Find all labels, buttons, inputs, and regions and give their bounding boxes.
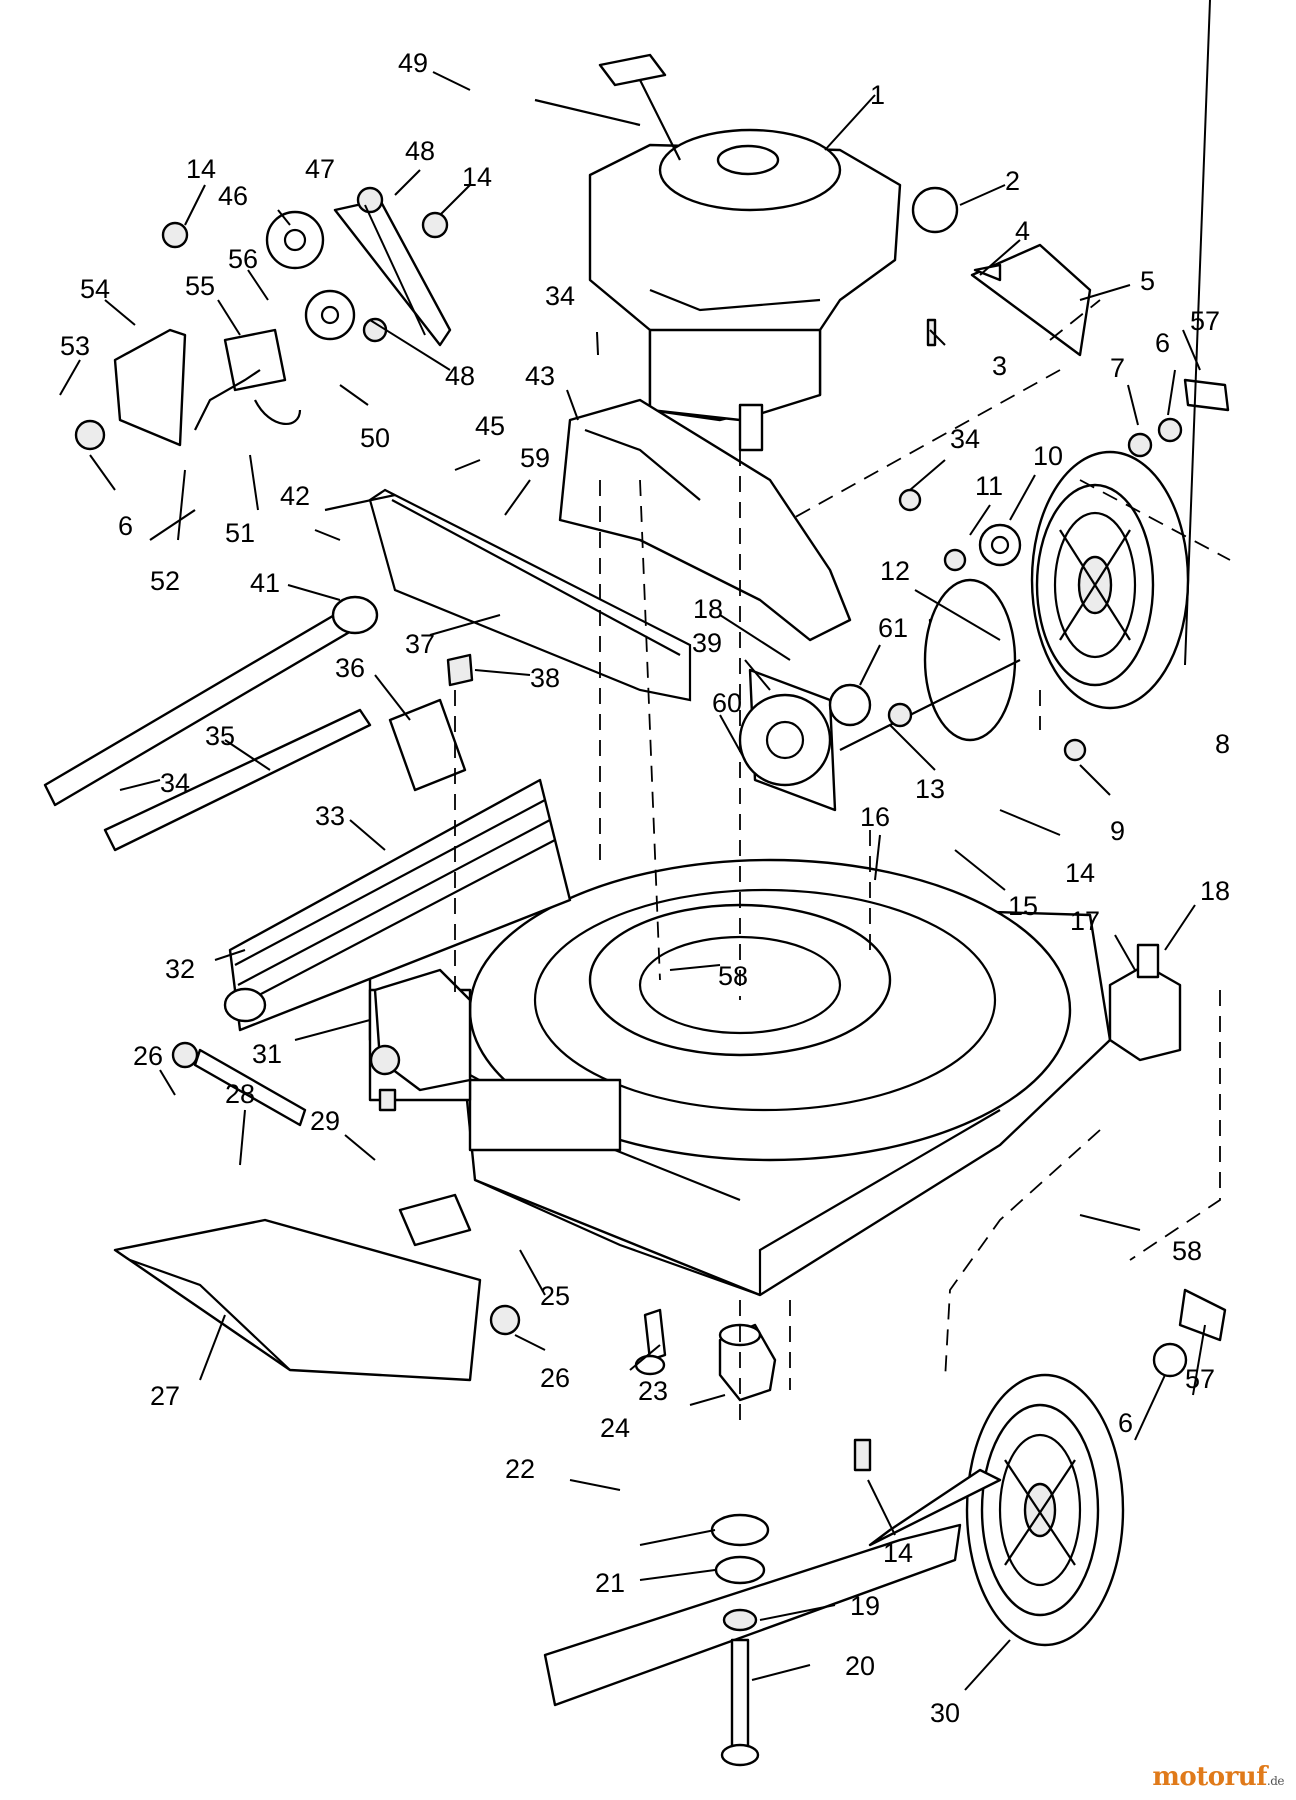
callout-47: 47 [305, 154, 335, 184]
rear-wheel [1030, 450, 1190, 710]
callout-41: 41 [250, 568, 280, 598]
callout-13: 13 [915, 774, 945, 804]
callout-24: 24 [600, 1413, 630, 1443]
watermark: motoruf.de [1152, 1762, 1284, 1792]
callout-32: 32 [165, 954, 195, 984]
callout-43: 43 [525, 361, 555, 391]
callout-57: 57 [1190, 306, 1220, 336]
callout-27: 27 [150, 1381, 180, 1411]
height-adjuster-parts [74, 186, 452, 451]
callout-5: 5 [1140, 266, 1155, 296]
callout-50: 50 [360, 423, 390, 453]
callout-4: 4 [1015, 216, 1030, 246]
handle-bar [43, 488, 692, 807]
axle-bracket [388, 653, 474, 792]
callout-61: 61 [878, 613, 908, 643]
drive-assembly [738, 578, 1021, 812]
side-bracket [1108, 943, 1182, 1062]
callout-60: 60 [712, 688, 742, 718]
watermark-tld: .de [1266, 1774, 1285, 1788]
callout-31: 31 [252, 1039, 282, 1069]
callout-58-b: 58 [1172, 1236, 1202, 1266]
callout-57-b: 57 [1185, 1364, 1215, 1394]
callout-6-c: 6 [1118, 1408, 1133, 1438]
discharge-deflector [113, 1041, 521, 1382]
callout-34-a: 34 [545, 281, 575, 311]
callout-8: 8 [1215, 729, 1230, 759]
callout-25: 25 [540, 1281, 570, 1311]
callout-18-a: 18 [693, 594, 723, 624]
callout-48-b: 48 [445, 361, 475, 391]
callout-10: 10 [1033, 441, 1063, 471]
handle-housing [558, 398, 852, 642]
callout-14-a: 14 [186, 154, 216, 184]
callout-52: 52 [150, 566, 180, 596]
callout-12: 12 [880, 556, 910, 586]
callout-20: 20 [845, 1651, 875, 1681]
callout-1: 1 [870, 80, 885, 110]
callout-14-b: 14 [462, 162, 492, 192]
callout-56: 56 [228, 244, 258, 274]
callout-22: 22 [505, 1454, 535, 1484]
callout-49: 49 [398, 48, 428, 78]
callout-26-a: 26 [133, 1041, 163, 1071]
callout-16: 16 [860, 802, 890, 832]
blade-assembly [378, 1088, 1002, 1767]
callout-54: 54 [80, 274, 110, 304]
callout-38: 38 [530, 663, 560, 693]
callout-59: 59 [520, 443, 550, 473]
callout-19: 19 [850, 1591, 880, 1621]
wheel-hardware [898, 186, 1230, 762]
callout-58-a: 58 [718, 961, 748, 991]
callout-45: 45 [475, 411, 505, 441]
callout-42: 42 [280, 481, 310, 511]
engine [588, 53, 902, 452]
callout-17: 17 [1070, 906, 1100, 936]
leader-lines [59, 0, 1211, 1691]
watermark-brand: motoruf [1152, 1762, 1267, 1792]
callout-46: 46 [218, 181, 248, 211]
callout-30: 30 [930, 1698, 960, 1728]
mower-deck [368, 858, 1112, 1297]
callout-9: 9 [1110, 816, 1125, 846]
callout-3: 3 [992, 351, 1007, 381]
callout-53: 53 [60, 331, 90, 361]
assembly-lines [149, 98, 1231, 1430]
callout-33: 33 [315, 801, 345, 831]
callout-6-b: 6 [118, 511, 133, 541]
callout-34-c: 34 [160, 768, 190, 798]
callout-34-b: 34 [950, 424, 980, 454]
callout-7: 7 [1110, 353, 1125, 383]
callout-15: 15 [1008, 891, 1038, 921]
callout-2: 2 [1005, 166, 1020, 196]
callout-14-d: 14 [883, 1538, 913, 1568]
callout-26-b: 26 [540, 1363, 570, 1393]
callout-23: 23 [638, 1376, 668, 1406]
front-wheel [965, 1288, 1227, 1647]
callout-6: 6 [1155, 328, 1170, 358]
callout-55: 55 [185, 271, 215, 301]
callout-48-a: 48 [405, 136, 435, 166]
callout-36: 36 [335, 653, 365, 683]
callout-37: 37 [405, 629, 435, 659]
callout-39: 39 [692, 628, 722, 658]
callout-labels: 49 1 2 4 5 57 3 7 6 14 47 48 14 46 56 54… [60, 48, 1230, 1728]
callout-35: 35 [205, 721, 235, 751]
callout-14-c: 14 [1065, 858, 1095, 888]
callout-21: 21 [595, 1568, 625, 1598]
callout-11: 11 [975, 471, 1003, 501]
callout-28: 28 [225, 1079, 255, 1109]
callout-29: 29 [310, 1106, 340, 1136]
callout-18-b: 18 [1200, 876, 1230, 906]
rear-flap [103, 708, 572, 1032]
callout-51: 51 [225, 518, 255, 548]
